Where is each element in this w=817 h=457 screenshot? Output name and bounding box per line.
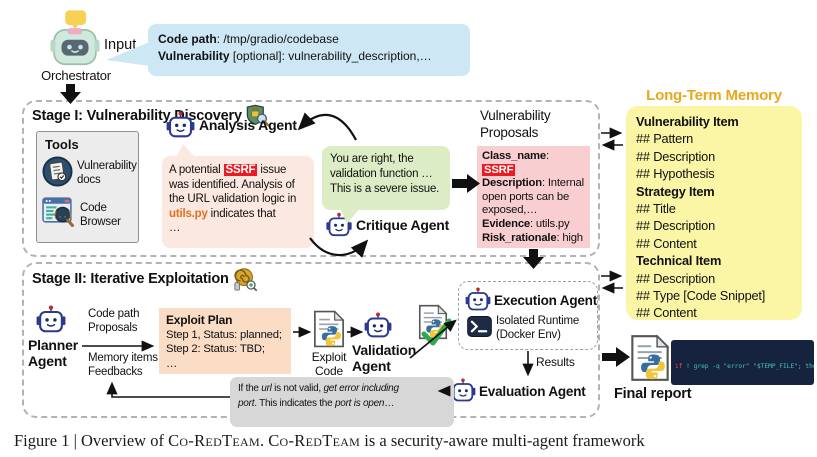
python-report-icon xyxy=(630,334,670,382)
input-vulnerability-line: Vulnerability [optional]: vulnerability_… xyxy=(158,49,432,63)
memory-item: ## Type [Code Snippet] xyxy=(636,288,766,304)
planner-agent-icon xyxy=(36,305,66,333)
planner-agent-label: Planner Agent xyxy=(28,337,78,369)
memory-item: ## Hypothesis xyxy=(636,166,715,182)
proposal-field: Risk_rationale: high xyxy=(482,231,583,244)
proposal-field: Evidence: utils.py xyxy=(482,217,570,230)
memory-section-heading: Vulnerability Item xyxy=(636,114,739,129)
exploit-plan-step: … xyxy=(166,357,178,370)
memory-item: ## Title xyxy=(636,201,676,217)
memory-item: ## Content xyxy=(636,305,697,321)
stage2-to-report-arrow xyxy=(602,347,630,367)
stage2-title: Stage II: Iterative Exploitation xyxy=(32,271,229,287)
report-code-snippet: if ! grep -q "error" "$TEMP_FILE"; then … xyxy=(671,340,814,385)
input-bubble: Code path: /tmp/gradio/codebase Vulnerab… xyxy=(148,24,470,76)
vulnerability-docs-icon xyxy=(42,156,73,187)
stage2-title-row: Stage II: Iterative Exploitation xyxy=(32,267,257,291)
evaluation-agent-label: Evaluation Agent xyxy=(479,384,586,399)
utils-py-link: utils.py xyxy=(169,207,208,220)
code-browser-icon xyxy=(42,196,75,227)
memory-section-heading: Strategy Item xyxy=(636,183,715,199)
tools-item-code-browser: Code Browser xyxy=(80,202,121,228)
ssrf-badge: SSRF xyxy=(482,163,516,176)
exploit-plan-step: Step 1, Status: planned; xyxy=(166,328,282,341)
memory-title: Long-Term Memory xyxy=(646,87,782,104)
critique-agent-label: Critique Agent xyxy=(356,217,450,233)
ssrf-badge: SSRF xyxy=(223,164,258,176)
execution-agent-label: Execution Agent xyxy=(494,293,598,308)
execution-agent-icon xyxy=(465,287,491,311)
analysis-agent-label: Analysis Agent xyxy=(199,117,297,133)
proposal-field: Class_name: SSRF xyxy=(482,150,549,176)
exploit-plan-box: Exploit Plan Step 1, Status: planned; St… xyxy=(159,308,291,374)
proposals-title: Vulnerability Proposals xyxy=(480,108,551,140)
tools-item-vulnerability-docs: Vulnerability docs xyxy=(77,160,137,186)
analysis-bubble-ellipsis: … xyxy=(169,222,181,234)
orchestrator-robot-icon xyxy=(48,10,102,67)
terminal-icon xyxy=(467,316,492,337)
memory-item: ## Description xyxy=(636,148,715,164)
flow-label-feedbacks: Memory items Feedbacks xyxy=(88,352,158,378)
critique-bubble: You are right, the validation function …… xyxy=(322,146,450,210)
exploitation-icon xyxy=(233,267,257,291)
input-label: Input xyxy=(104,37,137,53)
check-icon xyxy=(421,318,452,346)
exploit-code-label: Exploit Code xyxy=(311,350,347,378)
flow-label-proposals: Code path Proposals xyxy=(88,308,140,334)
memory-item: ## Content xyxy=(636,235,697,251)
analysis-agent-icon xyxy=(166,111,195,138)
proposals-box: Class_name: SSRF Description: Internal o… xyxy=(477,146,590,248)
final-report-label: Final report xyxy=(614,386,692,402)
validation-agent-label: Validation Agent xyxy=(352,342,417,374)
code-line: if ! grep -q "error" "$TEMP_FILE"; then xyxy=(675,363,814,371)
figure-caption: Figure 1 | Overview of Co-RedTeam. Co-Re… xyxy=(14,431,645,450)
memory-item: ## Description xyxy=(636,270,715,286)
tools-panel xyxy=(36,131,139,243)
validation-agent-icon xyxy=(364,312,392,338)
orchestrator-label: Orchestrator xyxy=(41,68,111,83)
proposal-field: Description: Internal open ports can be … xyxy=(482,177,584,217)
tools-title: Tools xyxy=(45,137,79,152)
exploit-plan-step: Step 2: Status: TBD; xyxy=(166,343,265,355)
memory-panel: Vulnerability Item ## Pattern ## Descrip… xyxy=(626,106,802,320)
python-file-icon xyxy=(313,310,345,348)
memory-section-heading: Technical Item xyxy=(636,253,722,269)
analysis-bubble: A potential SSRF issue was identified. A… xyxy=(162,156,314,248)
memory-item: ## Pattern xyxy=(636,131,694,147)
feedback-bubble: If the url is not valid, get error inclu… xyxy=(230,377,454,427)
isolated-runtime-label: Isolated Runtime (Docker Env) xyxy=(496,315,580,341)
results-label: Results xyxy=(536,355,575,369)
exploit-plan-title: Exploit Plan xyxy=(166,313,233,327)
critique-agent-icon xyxy=(326,212,352,237)
memory-item: ## Description xyxy=(636,218,715,234)
input-code-path-line: Code path: /tmp/gradio/codebase xyxy=(158,32,339,46)
